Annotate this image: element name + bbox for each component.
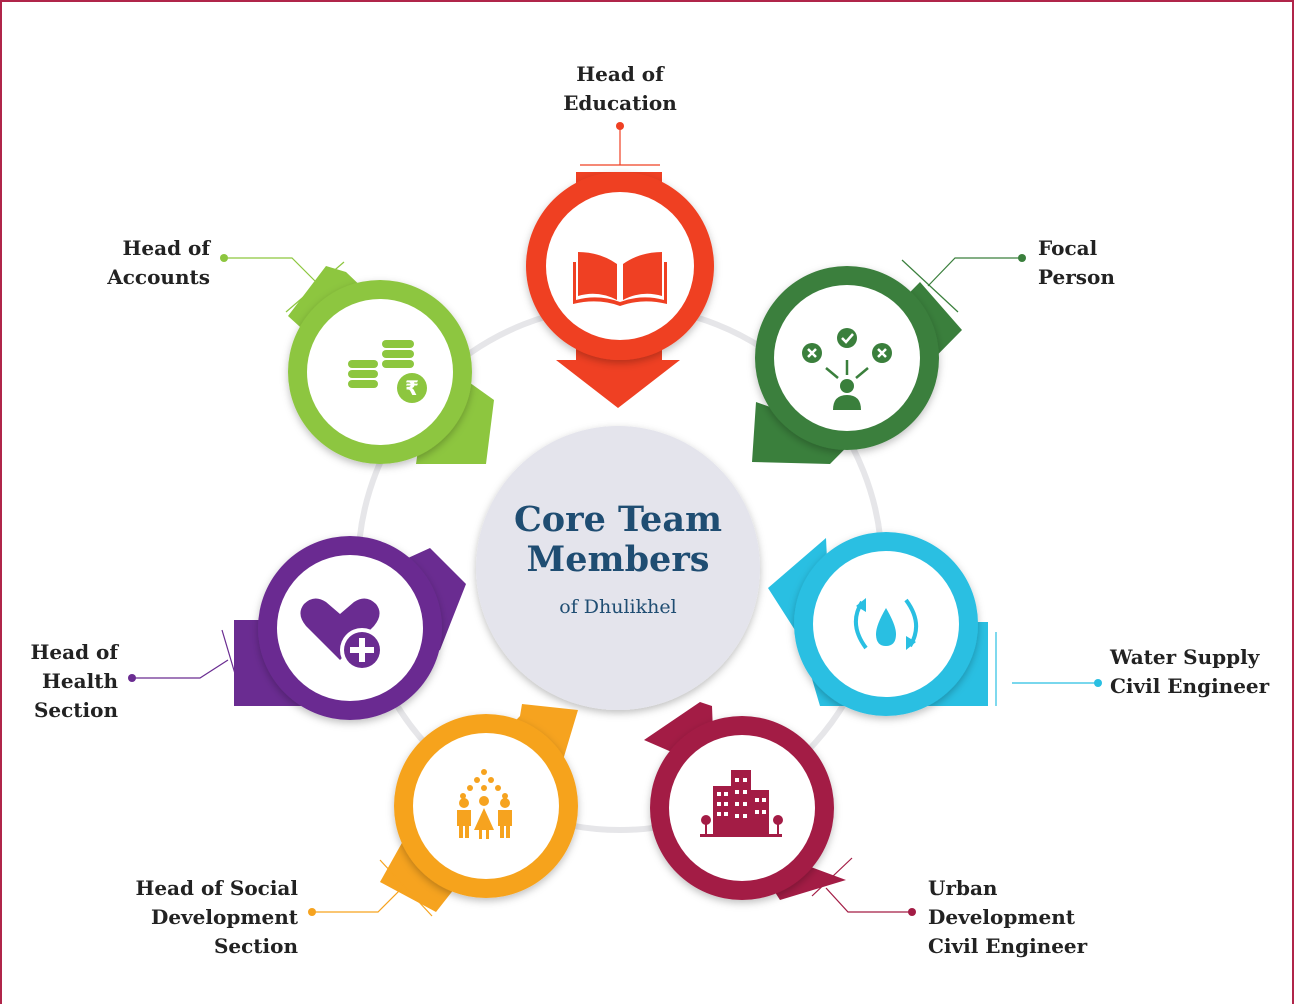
center-title: Core Team Members: [513, 499, 723, 580]
label-water-supply-civil-engineer: Water Supply Civil Engineer: [1110, 645, 1270, 698]
label-head-of-education: Head of Education: [563, 62, 677, 115]
heart-plus-icon: [300, 598, 384, 672]
decision-person-icon: [802, 328, 892, 410]
label-urban-development-civil-engineer: Urban Development Civil Engineer: [928, 876, 1088, 958]
coins-rupee-icon: ₹: [348, 340, 430, 406]
node-education: [526, 122, 714, 408]
label-head-of-social-development-section: Head of Social Development Section: [135, 876, 298, 958]
node-focal: [752, 254, 1026, 464]
community-people-icon: [457, 769, 512, 839]
label-head-of-accounts: Head of Accounts: [107, 236, 210, 289]
water-drop-cycle-icon: [854, 598, 918, 650]
open-book-icon: [573, 252, 667, 306]
node-accounts: ₹: [220, 254, 494, 464]
buildings-icon: [700, 770, 783, 837]
label-focal-person: Focal Person: [1038, 236, 1115, 289]
node-health: [128, 536, 466, 720]
node-social-disc: [413, 733, 559, 879]
node-focal-disc: [774, 285, 920, 431]
node-accounts-disc: [307, 299, 453, 445]
node-social: [308, 704, 578, 917]
label-head-of-health-section: Head of Health Section: [30, 640, 118, 722]
center-circle: [476, 426, 760, 710]
node-education-disc: [546, 192, 694, 340]
node-urban: [644, 702, 916, 916]
svg-text:₹: ₹: [405, 376, 419, 400]
node-water: [768, 532, 1102, 716]
center-subtitle: of Dhulikhel: [559, 596, 677, 618]
